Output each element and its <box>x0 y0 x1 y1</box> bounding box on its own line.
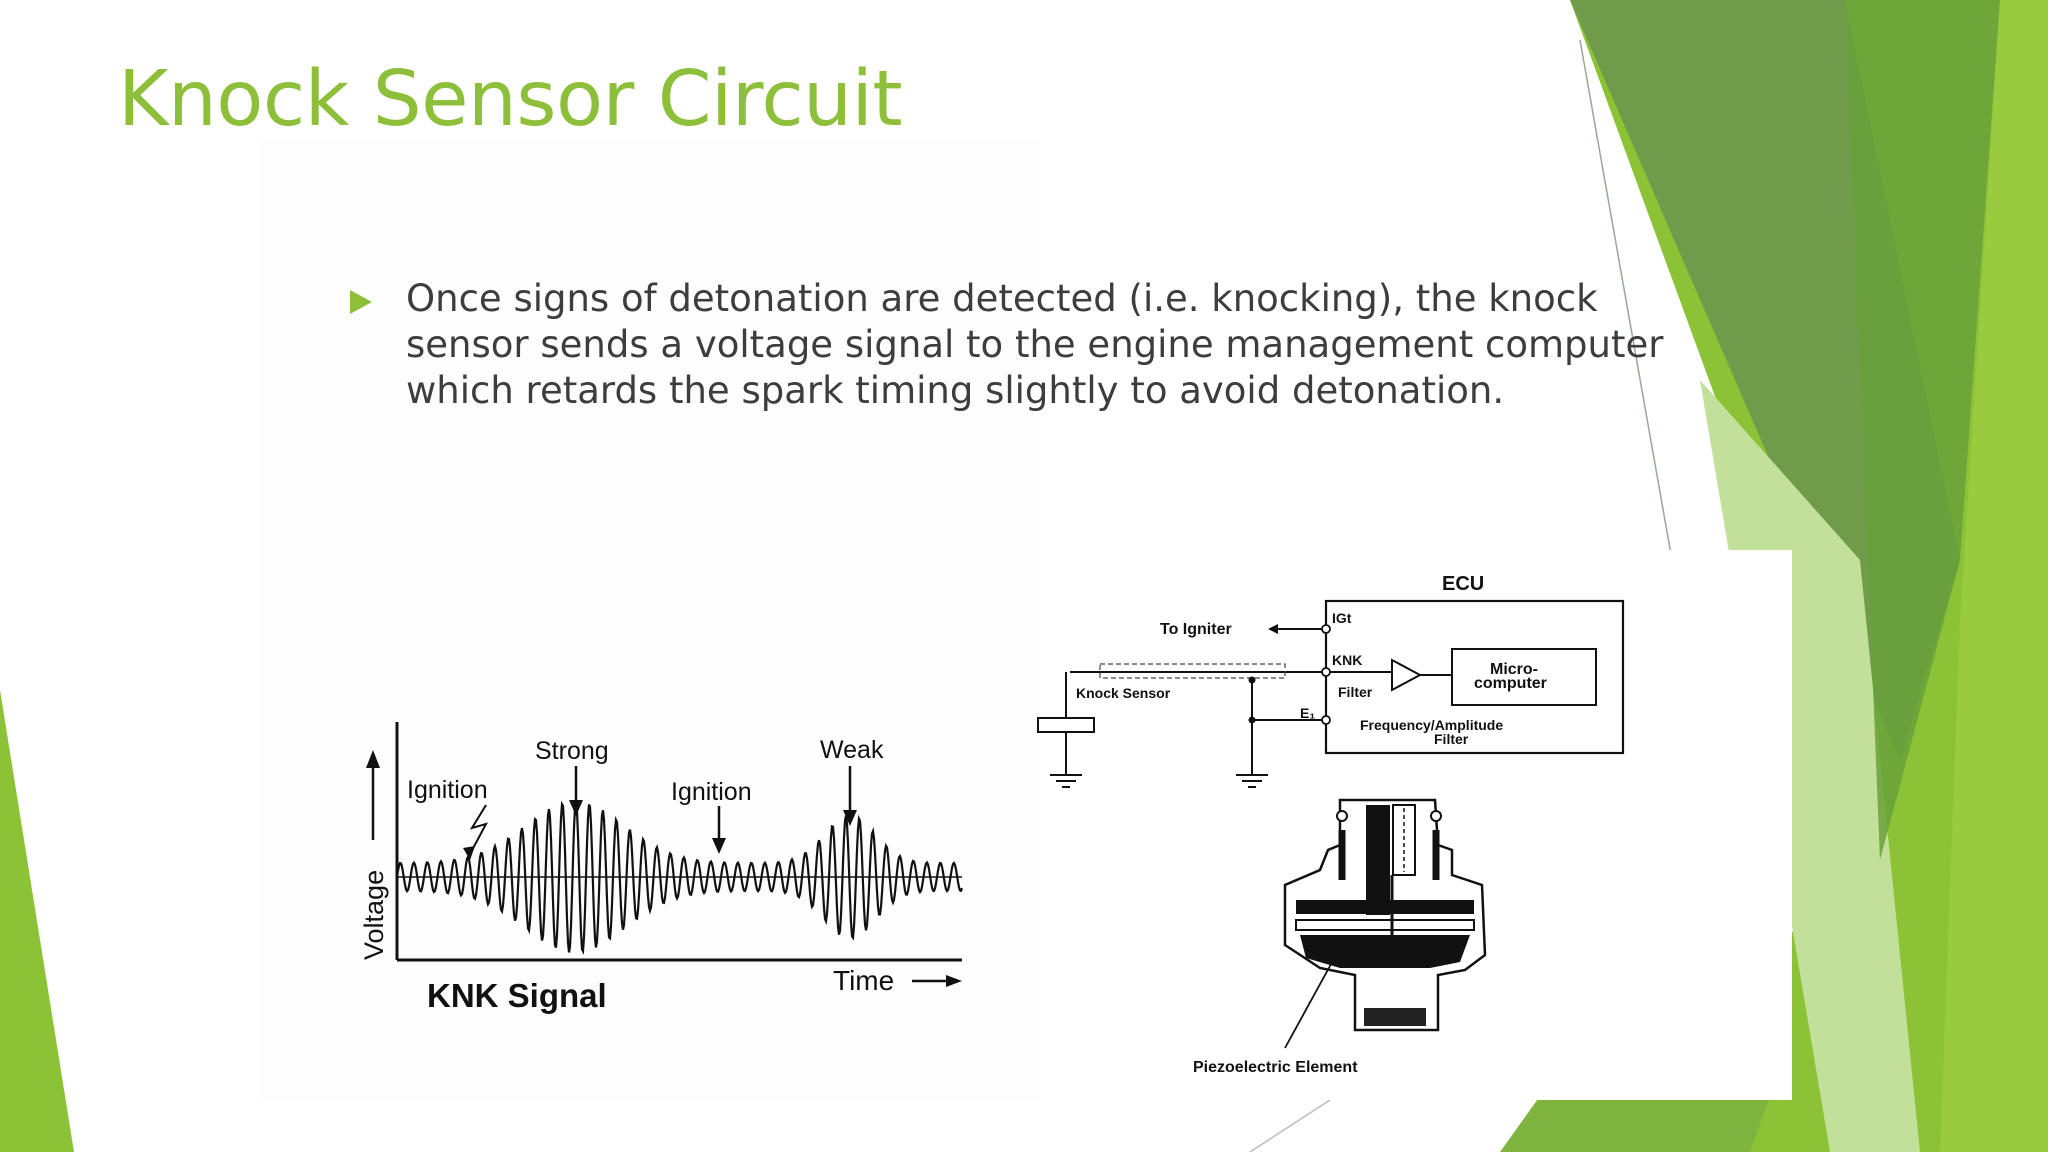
knock-sensor-cross-section <box>1283 798 1487 1032</box>
weak-label: Weak <box>820 736 884 764</box>
voltage-label: Voltage <box>359 870 389 960</box>
ignition-label-1: Ignition <box>407 776 488 804</box>
strong-label: Strong <box>535 737 609 765</box>
ignition-spark-icon <box>469 804 488 855</box>
amplifier-triangle <box>1391 658 1423 692</box>
left-image-panel <box>260 140 1040 1100</box>
bullet-text: Once signs of detonation are detected (i… <box>406 277 1664 412</box>
shield-node <box>1248 676 1256 684</box>
e1-label: E₁ <box>1300 705 1315 721</box>
voltage-arrow-head <box>366 750 380 768</box>
e1-node <box>1248 716 1256 724</box>
ignition-arrow-head <box>712 838 726 854</box>
e1-terminal <box>1321 715 1331 725</box>
piezo-element-label: Piezoelectric Element <box>1193 1059 1358 1076</box>
right-bg-shape-bright <box>1940 0 2048 1152</box>
knk-voltage-wave <box>395 800 964 956</box>
microcomputer-label-2: computer <box>1474 675 1547 692</box>
thin-line-1 <box>1579 39 1673 561</box>
piezo-pointer-line <box>1284 954 1337 1049</box>
igt-to-micro-wire <box>1326 615 1600 649</box>
ecu-label: ECU <box>1442 573 1484 595</box>
igt-label: IGt <box>1332 610 1352 626</box>
time-label: Time <box>833 965 894 996</box>
igt-terminal <box>1321 624 1331 634</box>
bullet-arrow-icon <box>350 290 372 314</box>
filter-label: Filter <box>1338 684 1373 700</box>
shield-cable <box>1099 663 1286 679</box>
knk-caption: KNK Signal <box>427 977 607 1014</box>
microcomputer-label-1: Micro- <box>1490 661 1538 678</box>
piezo-pointer-head <box>1330 950 1338 962</box>
knock-sensor-symbol <box>1037 717 1095 733</box>
left-green-shape <box>0 690 74 1152</box>
knk-pin-label: KNK <box>1332 652 1362 668</box>
time-arrow-head <box>946 975 962 987</box>
to-igniter-label: To Igniter <box>1160 621 1232 638</box>
strong-arrow-head <box>569 800 583 816</box>
knk-terminal <box>1321 667 1331 677</box>
right-bg-shape-deep <box>1845 0 2000 860</box>
ignition-label-2: Ignition <box>671 778 752 806</box>
slide-title: Knock Sensor Circuit <box>118 55 903 144</box>
freq-filter-label-1: Frequency/Amplitude <box>1360 717 1503 733</box>
igniter-arrow-head <box>1268 624 1278 634</box>
microcomputer-box <box>1451 648 1597 706</box>
ignition-spark-head <box>463 846 475 860</box>
ecu-box <box>1324 599 1625 755</box>
thin-line-2 <box>1249 1099 1331 1152</box>
weak-arrow-head <box>843 810 857 826</box>
freq-filter-label-2: Filter <box>1434 731 1469 747</box>
knock-sensor-label: Knock Sensor <box>1076 685 1171 701</box>
